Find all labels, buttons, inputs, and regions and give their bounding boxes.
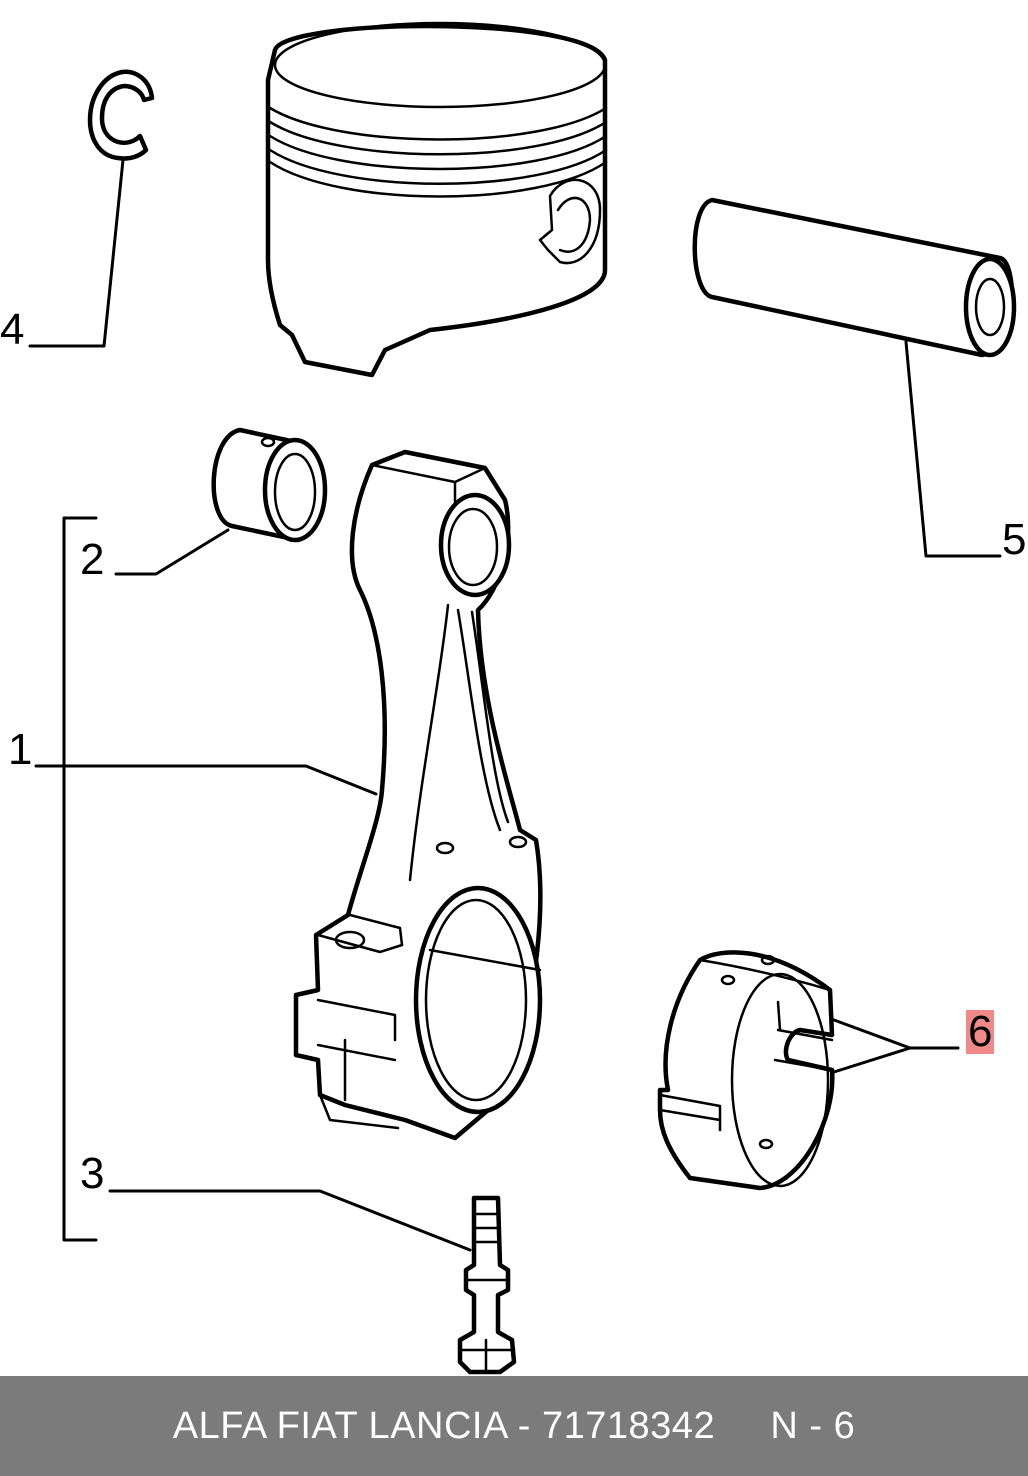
footer-bar: ALFA FIAT LANCIA - 71718342 N - 6 [0,1376,1028,1476]
callout-3: 3 [80,1149,105,1198]
callout-2: 2 [80,535,105,584]
footer-part-number: ALFA FIAT LANCIA - 71718342 N - 6 [172,1404,856,1447]
connecting-rod-part [293,449,543,1141]
circlip-part [87,69,155,161]
callout-4: 4 [0,305,25,354]
bushing-part [211,427,328,543]
leader-lines [28,158,1002,1252]
callout-1: 1 [8,725,33,774]
exploded-parts-diagram [28,21,1017,1375]
callout-5: 5 [1002,515,1027,564]
bolt-part [457,1195,517,1375]
bearing-shells-part [657,950,835,1191]
piston-pin-part [692,197,1017,358]
piston-part [265,21,608,378]
callout-6-highlighted: 6 [966,1007,995,1056]
